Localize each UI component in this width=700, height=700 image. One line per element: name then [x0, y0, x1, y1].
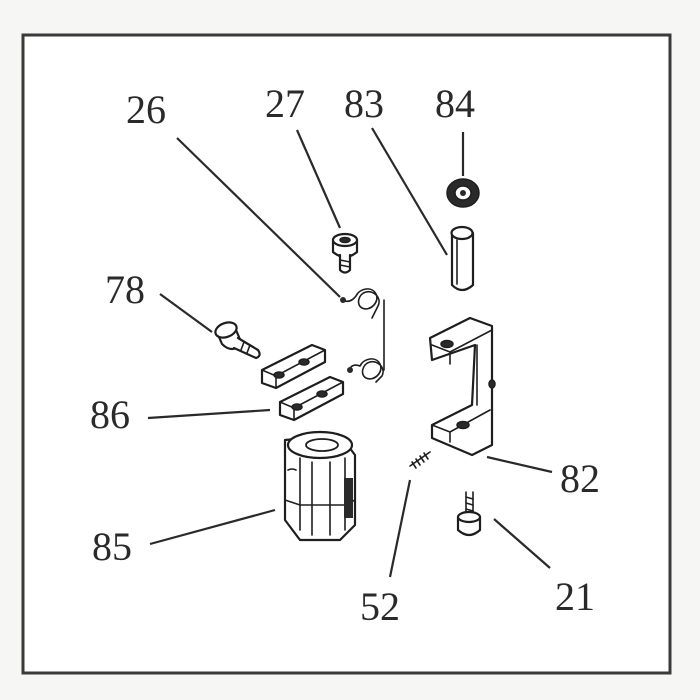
callout-78: 78 [105, 267, 145, 312]
callout-85: 85 [92, 524, 132, 569]
part-86-plates [260, 343, 345, 422]
callout-83: 83 [344, 81, 384, 126]
part-27-screw [331, 232, 359, 274]
leader-27 [295, 129, 342, 229]
part-85-housing [283, 430, 357, 542]
leader-21 [493, 518, 551, 569]
callout-labels: 26 27 83 84 78 86 82 85 52 21 [90, 81, 600, 629]
callout-27: 27 [265, 81, 305, 126]
callout-84: 84 [435, 81, 475, 126]
part-78-screw [214, 321, 261, 360]
leader-78 [159, 293, 213, 333]
part-21-screw [456, 491, 482, 537]
callout-86: 86 [90, 392, 130, 437]
diagram-frame [21, 33, 672, 675]
leader-26 [176, 137, 341, 298]
leader-52 [388, 479, 412, 578]
part-83-pin [450, 225, 475, 292]
leader-83 [371, 127, 448, 256]
callout-52: 52 [360, 584, 400, 629]
leader-lines [147, 127, 553, 578]
part-26-springs [340, 288, 385, 383]
callout-26: 26 [126, 87, 166, 132]
leader-85 [149, 508, 276, 546]
leader-82 [486, 455, 553, 474]
callout-82: 82 [560, 456, 600, 501]
callout-21: 21 [555, 574, 595, 619]
leader-86 [147, 408, 271, 420]
part-82-bracket [428, 316, 496, 457]
part-52-pin [409, 451, 431, 469]
part-84-nut [446, 178, 480, 208]
